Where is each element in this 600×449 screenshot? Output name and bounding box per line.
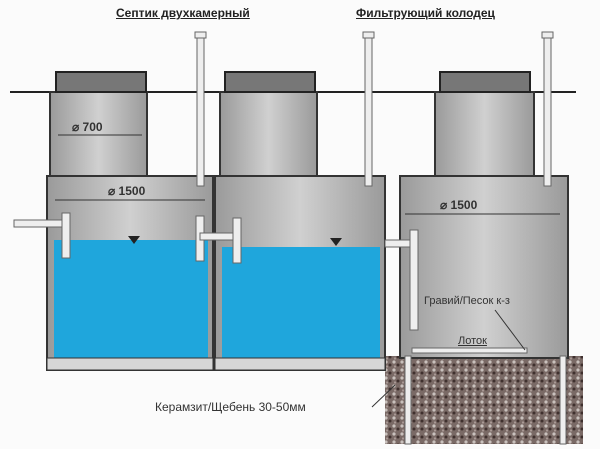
vent-pipes — [194, 31, 554, 187]
drainage-label: Керамзит/Щебень 30-50мм — [155, 400, 306, 414]
gravel-sand-label: Гравий/Песок к-з — [424, 295, 510, 307]
title-filter-well: Фильтрующий колодец — [356, 6, 495, 20]
septic-chamber-1 — [13, 71, 214, 371]
filter-diameter-label: ⌀ 1500 — [440, 198, 478, 212]
neck-diameter-label: ⌀ 700 — [72, 120, 103, 134]
title-septic: Септик двухкамерный — [116, 6, 250, 20]
tank-diameter-label: ⌀ 1500 — [108, 184, 146, 198]
septic-chamber-2 — [195, 71, 386, 371]
filter-well — [384, 71, 569, 445]
tray-label: Лоток — [458, 335, 487, 347]
gravel-bed — [385, 356, 583, 444]
